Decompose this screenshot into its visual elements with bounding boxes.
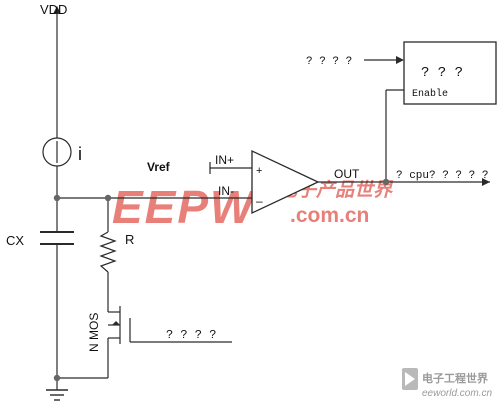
vdd-arrow-icon: [53, 6, 61, 14]
current-label: i: [78, 144, 82, 164]
gate-input-text: ? ? ? ?: [166, 328, 216, 342]
capacitor-icon: [40, 231, 74, 245]
eepw-watermark: EEPW 电子产品世界 .com.cn: [112, 179, 394, 233]
cx-label: CX: [6, 233, 24, 248]
vref-label: Vref: [147, 160, 171, 174]
out-label: OUT: [334, 167, 360, 181]
corner-logo-cn: 电子工程世界: [422, 371, 488, 385]
nmos-label: N MOS: [87, 313, 101, 352]
vdd-label: VDD: [40, 2, 67, 17]
watermark-domain: .com.cn: [290, 204, 369, 227]
comparator-icon: [251, 149, 320, 215]
watermark-main: EEPW: [112, 181, 257, 233]
block-title: ? ? ?: [421, 65, 463, 81]
eeworld-logo: 电子工程世界 eeworld.com.cn: [402, 368, 492, 399]
resistor-icon: [99, 231, 117, 273]
plus-sign: +: [256, 165, 262, 177]
in-plus-label: IN+: [215, 153, 234, 167]
nmos-transistor-icon: [108, 306, 131, 344]
in-minus-label: IN-: [218, 184, 234, 198]
r-label: R: [125, 232, 134, 247]
minus-sign: –: [256, 194, 263, 208]
junction-node-r: [104, 194, 112, 202]
corner-logo-site: eeworld.com.cn: [422, 388, 492, 399]
enable-block: [403, 41, 497, 105]
top-input-text: ? ? ? ?: [306, 56, 352, 68]
arrow-head-top-input: [396, 56, 404, 64]
junction-node-gnd: [53, 374, 61, 382]
current-source-icon: [42, 137, 72, 167]
arrow-head-out: [482, 178, 490, 186]
out-text: ? cpu? ? ? ? ?: [396, 170, 488, 182]
junction-node-cx: [53, 194, 61, 202]
ground-icon: [46, 389, 68, 401]
wires: [56, 14, 490, 390]
block-enable-label: Enable: [412, 88, 448, 100]
junction-node-out: [382, 178, 390, 186]
